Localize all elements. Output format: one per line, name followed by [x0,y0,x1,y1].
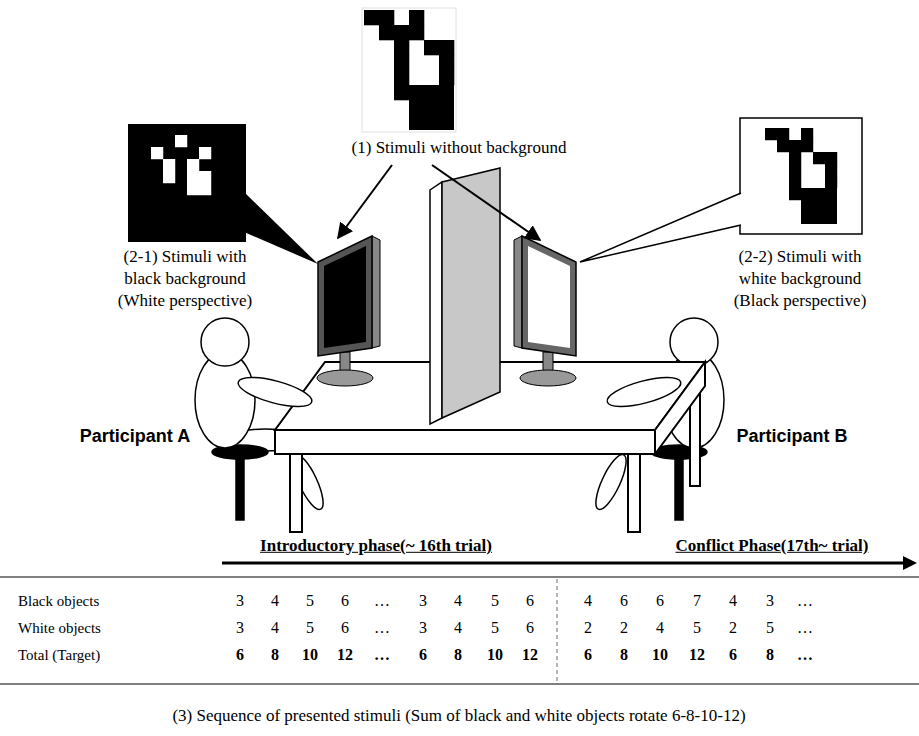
table-cell: … [795,645,815,664]
table-cell: 4 [727,591,739,610]
stool-leg [236,455,244,520]
table-cell: 10 [650,645,670,664]
head [201,318,249,366]
callout-box [128,124,246,242]
row-header: White objects [16,619,103,637]
table-cell: 3 [417,618,429,637]
stimulus-label: (1) Stimuli without background [350,138,569,158]
arrow [432,165,540,240]
table-cell: 5 [489,591,501,610]
monitor-screen [324,246,366,348]
phase-title: Introductory phase(~ 16th trial) [258,536,494,556]
table-side [655,362,705,454]
table-cell: … [795,591,815,610]
monitor-frame [318,236,372,356]
black-cells [364,10,454,130]
table-cell: 5 [304,618,316,637]
arm [235,372,314,413]
table-cell: 8 [618,645,630,664]
table-cell: 5 [304,591,316,610]
table-cell: 6 [524,591,536,610]
table-cell: 6 [339,591,351,610]
table-cell: 6 [618,591,630,610]
table-cell: 4 [269,591,281,610]
row-header: Black objects [16,592,101,610]
table-cell: 4 [452,591,464,610]
table-cell: 3 [417,591,429,610]
table-cell: 5 [764,618,776,637]
table-cell: 8 [452,645,464,664]
callout-box [740,118,862,234]
table-cell: 10 [300,645,320,664]
table-cell: 5 [489,618,501,637]
phase-title: Conflict Phase(17th~ trial) [674,536,871,556]
callout-tail-outline [580,193,741,262]
partition-edge [430,182,442,424]
timeline-arrow-head [903,556,917,570]
callout-tail [580,193,743,262]
stimulus-pattern [151,135,211,195]
participant-label: Participant B [734,426,849,448]
table-cell: 6 [727,645,739,664]
table-cell: 12 [335,645,355,664]
table-cell: … [372,618,392,637]
table-cell: 6 [582,645,594,664]
table-cell: 5 [691,618,703,637]
table-rule [0,577,919,578]
phase-divider [556,579,557,682]
leg [590,451,632,513]
monitor-screen [528,246,570,348]
table-cell: 3 [234,618,246,637]
table-cell: 4 [582,591,594,610]
monitor-depth [372,236,380,348]
white-cells [151,135,211,195]
stimulus-frame [362,8,456,132]
monitor-base [520,370,576,386]
timeline-arrow [222,562,905,565]
table-cell: 3 [234,591,246,610]
table-cell: 6 [234,645,246,664]
table-cell: 3 [764,591,776,610]
table-cell: 8 [764,645,776,664]
table-cell: 12 [520,645,540,664]
monitor-base [317,370,373,386]
table-leg [628,454,640,532]
caption: (3) Sequence of presented stimuli (Sum o… [170,706,747,726]
stimulus-pattern [364,10,454,130]
table-cell: 4 [269,618,281,637]
table-cell: 6 [524,618,536,637]
callout-tail [244,192,318,264]
stimulus-label: (2-1) Stimuli with black background (Whi… [106,246,264,312]
stimulus-pattern [765,128,837,224]
arrow [338,165,392,238]
participant-label: Participant A [78,426,192,448]
monitor-frame [522,236,576,356]
table-cell: 12 [687,645,707,664]
table-cell: 6 [417,645,429,664]
table-cell: 4 [452,618,464,637]
table-cell: 6 [654,591,666,610]
table-rule [0,684,919,685]
table-cell: … [372,591,392,610]
table-cell: 2 [727,618,739,637]
black-cells [765,128,837,224]
row-header: Total (Target) [16,646,102,664]
table-leg [290,454,302,532]
table-cell: … [372,645,392,664]
table-cell: 8 [269,645,281,664]
table-cell: … [795,618,815,637]
stool-leg [675,455,683,520]
table-cell: 2 [618,618,630,637]
head [670,318,718,366]
table-cell: 2 [582,618,594,637]
monitor-depth [514,236,522,348]
table-cell: 4 [654,618,666,637]
table-cell: 10 [485,645,505,664]
table-cell: 7 [691,591,703,610]
stimulus-label: (2-2) Stimuli with white background (Bla… [721,246,879,312]
table-cell: 6 [339,618,351,637]
table-front [275,430,655,454]
arm [604,372,683,413]
